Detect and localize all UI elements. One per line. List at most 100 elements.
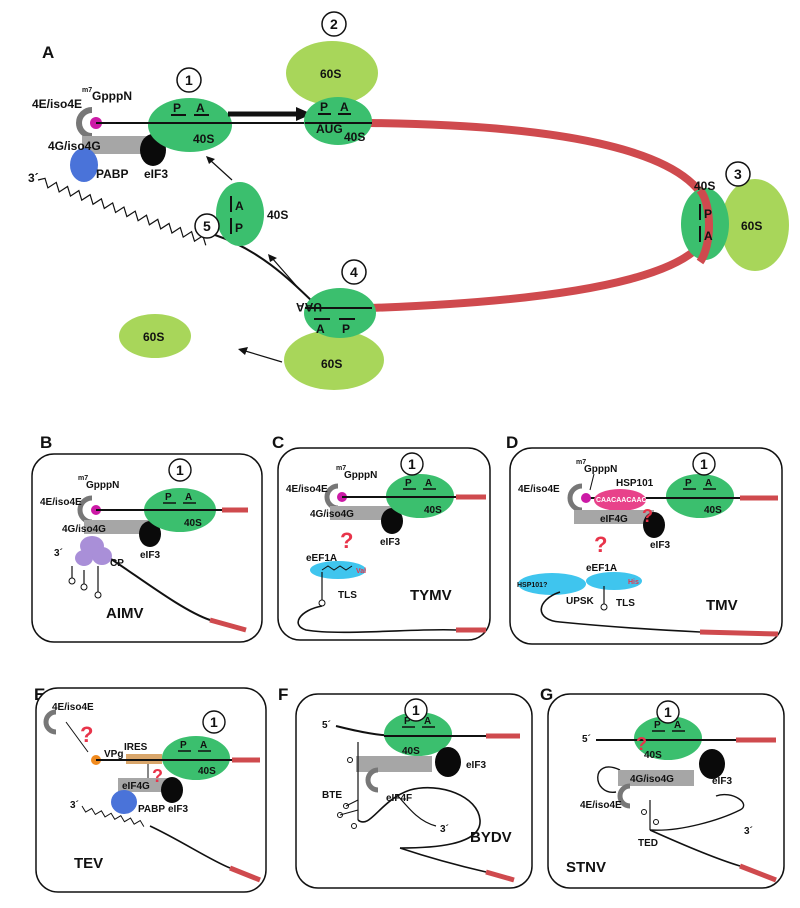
site-p-step2: P bbox=[320, 100, 328, 114]
c-m7: m7 bbox=[336, 465, 346, 472]
panel-b-box bbox=[31, 453, 263, 643]
b-gpppn: GpppN bbox=[86, 480, 119, 491]
d-40s: 40S bbox=[704, 505, 722, 516]
g-site-p: P bbox=[654, 720, 661, 731]
panel-a-letter: A bbox=[42, 43, 54, 62]
d-step: 1 bbox=[700, 456, 708, 472]
label-gpppn: GpppN bbox=[92, 89, 132, 103]
step2-circle bbox=[321, 11, 347, 37]
d-scaffold: eIF4G bbox=[600, 514, 628, 525]
c-tls: TLS bbox=[338, 590, 357, 601]
panel-b: B P A 40S 1 4E/iso4E m7 GpppN 4G/iso4G e… bbox=[31, 433, 263, 643]
site-a-step5: A bbox=[235, 199, 244, 213]
e-40s: 40S bbox=[198, 766, 216, 777]
label-60s-step3: 60S bbox=[741, 219, 762, 233]
b-scaffold: 4G/iso4G bbox=[62, 524, 106, 535]
d-tls: TLS bbox=[616, 598, 635, 609]
d-omega: CAACAACAACAAAA bbox=[596, 497, 667, 504]
e-ires: IRES bbox=[124, 742, 148, 753]
f-5prime: 5´ bbox=[322, 720, 331, 731]
eif4e-shape bbox=[76, 107, 93, 139]
c-site-p: P bbox=[405, 478, 412, 489]
label-pabp: PABP bbox=[96, 167, 128, 181]
label-4e-iso4e: 4E/iso4E bbox=[32, 97, 82, 111]
g-step: 1 bbox=[664, 704, 672, 720]
site-p-step5: P bbox=[235, 221, 243, 235]
b-eif3: eIF3 bbox=[140, 550, 160, 561]
g-40s: 40S bbox=[644, 750, 662, 761]
ribosome-40s-step5 bbox=[216, 182, 264, 246]
label-uaa: UAA bbox=[296, 300, 322, 314]
b-virus: AIMV bbox=[106, 605, 144, 622]
f-virus: BYDV bbox=[470, 829, 512, 846]
poly-a-tail bbox=[37, 177, 207, 246]
c-site-a: A bbox=[425, 478, 432, 489]
panel-e: E 4E/iso4E ? VPg IRES eIF4G ? P A 40S 1 … bbox=[34, 685, 267, 893]
f-bte: BTE bbox=[322, 790, 342, 801]
panel-f-letter: F bbox=[278, 685, 288, 704]
c-val: Val bbox=[356, 568, 366, 575]
c-cap-factor: 4E/iso4E bbox=[286, 484, 328, 495]
site-p-step1: P bbox=[173, 101, 181, 115]
label-40s-step1: 40S bbox=[193, 132, 214, 146]
d-eif3: eIF3 bbox=[650, 540, 670, 551]
e-vpg: VPg bbox=[104, 749, 123, 760]
label-aug: AUG bbox=[316, 122, 343, 136]
b-40s: 40S bbox=[184, 518, 202, 529]
d-upsk: UPSK bbox=[566, 596, 595, 607]
panel-g-letter: G bbox=[540, 685, 553, 704]
step1-circle bbox=[176, 67, 202, 93]
ribosome-60s-step3 bbox=[721, 179, 789, 271]
ribosome-60s-step2 bbox=[286, 41, 378, 105]
panel-a: A P A 40S 4E/iso4E m7 GpppN 4G/iso4G PAB… bbox=[28, 11, 789, 390]
g-scaffold: 4G/iso4G bbox=[630, 774, 674, 785]
d-site-a: A bbox=[705, 478, 712, 489]
b-3prime: 3´ bbox=[54, 548, 63, 559]
c-eef1a: eEF1A bbox=[306, 553, 337, 564]
c-virus: TYMV bbox=[410, 587, 452, 604]
step3-circle bbox=[725, 161, 751, 187]
f-eif3: eIF3 bbox=[466, 760, 486, 771]
ribosome-40s-step4 bbox=[304, 288, 376, 338]
e-site-p: P bbox=[180, 740, 187, 751]
d-cap-factor: 4E/iso4E bbox=[518, 484, 560, 495]
d-m7: m7 bbox=[576, 459, 586, 466]
ribosome-40s-step1 bbox=[148, 98, 232, 152]
label-60s-step2: 60S bbox=[320, 67, 341, 81]
g-eif3: eIF3 bbox=[712, 776, 732, 787]
f-40s: 40S bbox=[402, 746, 420, 757]
step4-circle bbox=[341, 259, 367, 285]
pabp-blob bbox=[70, 148, 98, 182]
site-a-step1: A bbox=[196, 101, 205, 115]
panel-g: G 5´ P A 40S ? 1 eIF3 4G/iso4G 4E/iso4E … bbox=[540, 685, 785, 889]
e-3prime: 3´ bbox=[70, 800, 79, 811]
f-site-p: P bbox=[404, 716, 411, 727]
mrna-3prime-line bbox=[214, 234, 317, 306]
d-hsp101q: HSP101? bbox=[517, 582, 547, 589]
panel-c-letter: C bbox=[272, 433, 284, 452]
e-virus: TEV bbox=[74, 855, 103, 872]
e-step: 1 bbox=[210, 714, 218, 730]
c-step: 1 bbox=[408, 456, 416, 472]
c-gpppn: GpppN bbox=[344, 470, 377, 481]
e-scaffold: eIF4G bbox=[122, 781, 150, 792]
c-scaffold: 4G/iso4G bbox=[310, 509, 354, 520]
ribosome-60s-step4 bbox=[284, 330, 384, 390]
c-40s: 40S bbox=[424, 505, 442, 516]
site-p-step3: P bbox=[704, 207, 712, 221]
b-site-p: P bbox=[165, 492, 172, 503]
step5-number: 5 bbox=[203, 218, 211, 234]
e-question-1: ? bbox=[80, 722, 93, 747]
g-5prime: 5´ bbox=[582, 734, 591, 745]
panel-d-letter: D bbox=[506, 433, 518, 452]
d-hsp101: HSP101 bbox=[616, 478, 654, 489]
b-cap-factor: 4E/iso4E bbox=[40, 497, 82, 508]
site-a-step2: A bbox=[340, 100, 349, 114]
label-4g-iso4g: 4G/iso4G bbox=[48, 139, 101, 153]
d-question-2: ? bbox=[594, 532, 607, 557]
c-eif3: eIF3 bbox=[380, 537, 400, 548]
e-question-2: ? bbox=[152, 766, 163, 786]
d-site-p: P bbox=[685, 478, 692, 489]
c-question: ? bbox=[340, 528, 353, 553]
